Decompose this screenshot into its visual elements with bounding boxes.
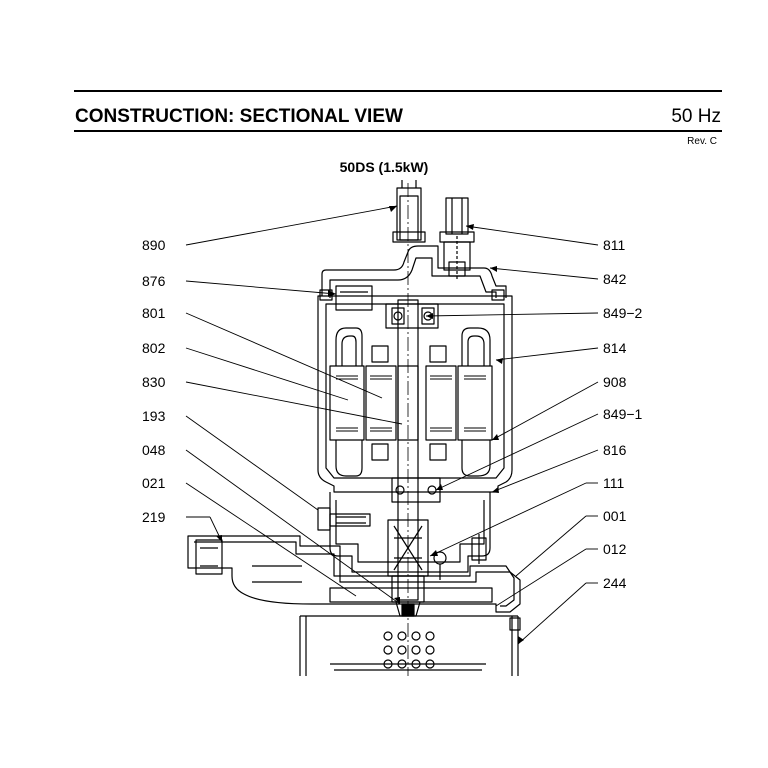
header-bottom-rule: [74, 130, 722, 132]
callout-219: 219: [142, 509, 166, 525]
plug-193: [329, 513, 371, 527]
oil-chamber: [329, 492, 491, 573]
mechanical-seal: [387, 519, 429, 577]
callout-908: 908: [603, 374, 627, 390]
callout-111: 111: [603, 475, 624, 491]
revision-label: Rev. C: [687, 136, 717, 147]
winding-upper-right: [461, 327, 491, 366]
leader-lines: [185, 205, 599, 645]
callout-811: 811: [603, 237, 626, 253]
callout-830: 830: [142, 374, 166, 390]
lower-bearing: [391, 477, 441, 503]
callout-021: 021: [142, 475, 166, 491]
impeller: [329, 575, 493, 617]
terminal-block: [335, 285, 373, 311]
stator-core: [329, 365, 493, 441]
winding-upper-left: [335, 327, 363, 366]
discharge-flange: [195, 539, 223, 575]
callout-890: 890: [142, 237, 166, 253]
callout-012: 012: [603, 541, 627, 557]
lifting-handle: [439, 197, 475, 280]
seal-spring: [433, 551, 447, 580]
callout-193: 193: [142, 408, 166, 424]
head-cover: [321, 245, 507, 298]
callout-244: 244: [603, 575, 627, 591]
callout-849-1: 849−1: [603, 406, 643, 422]
callout-001: 001: [603, 508, 627, 524]
callout-801: 801: [142, 305, 166, 321]
callout-876: 876: [142, 273, 166, 289]
oil-plug: [471, 534, 487, 564]
leader-arrowheads: [216, 206, 524, 644]
callout-842: 842: [603, 271, 627, 287]
callout-849-2: 849−2: [603, 305, 643, 321]
callout-048: 048: [142, 442, 166, 458]
pump-casing: [187, 535, 521, 613]
header-top-rule: [74, 90, 722, 92]
callout-816: 816: [603, 442, 627, 458]
motor-frame: [317, 295, 513, 493]
model-title: 50DS (1.5kW): [339, 159, 429, 175]
strainer: [299, 615, 521, 676]
callout-814: 814: [603, 340, 627, 356]
shaft: [397, 299, 419, 601]
cable-entry: [392, 180, 426, 243]
rotor: [397, 365, 419, 441]
callout-802: 802: [142, 340, 166, 356]
page-title: CONSTRUCTION: SECTIONAL VIEW: [75, 106, 403, 127]
frequency-label: 50 Hz: [671, 106, 721, 127]
